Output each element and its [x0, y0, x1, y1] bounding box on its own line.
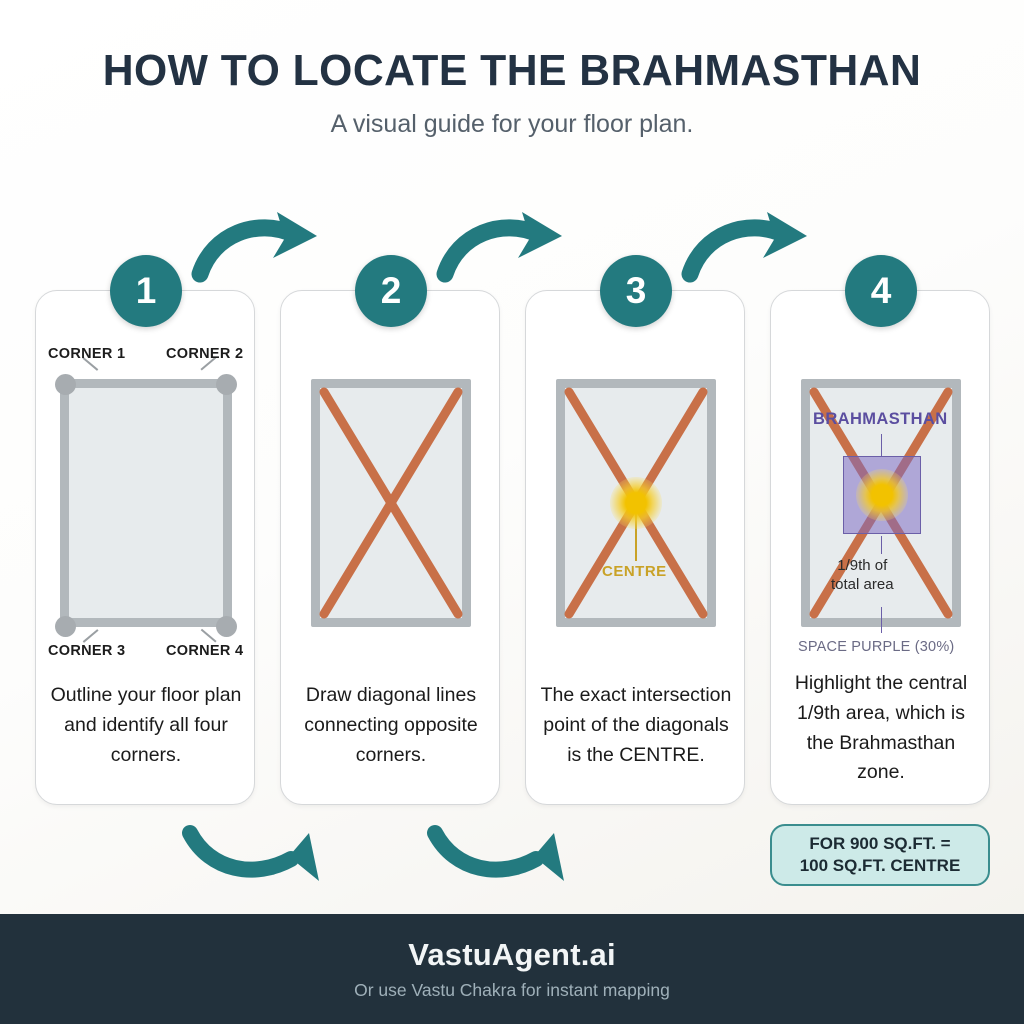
footer: VastuAgent.ai Or use Vastu Chakra for in…	[0, 914, 1024, 1024]
step-number-badge-1: 1	[110, 255, 182, 327]
step-caption-1: Outline your floor plan and identify all…	[50, 684, 242, 766]
step-card-2[interactable]: 2 Draw diagonal lines connecting opposit…	[280, 255, 500, 805]
step-card-1[interactable]: 1 CORNER 1 CORNER 2 CORNER 3 CORNER 4 Ou…	[35, 255, 255, 805]
step-number-badge-4: 4	[845, 255, 917, 327]
step-card-4[interactable]: 4 BRAHMASTHAN 1/9th of total area SPACE …	[770, 255, 990, 805]
page-subtitle: A visual guide for your floor plan.	[330, 110, 694, 138]
footer-tagline: Or use Vastu Chakra for instant mapping	[354, 980, 670, 1000]
color-note-tick	[881, 607, 883, 633]
arrow-bottom-step2-to-step3	[427, 825, 564, 881]
arrow-step2-to-step3	[436, 212, 562, 283]
step-number-badge-2: 2	[355, 255, 427, 327]
zone-color-note: SPACE PURPLE (30%)	[798, 639, 955, 655]
area-fraction-label: 1/9th of total area	[831, 556, 894, 594]
header: HOW TO LOCATE THE BRAHMASTHAN A visual g…	[0, 0, 1024, 139]
centre-leader-line	[635, 506, 637, 561]
corner-leader-3	[82, 629, 99, 643]
floor-plan-rect-1	[60, 379, 232, 627]
arrow-step3-to-step4	[681, 212, 807, 283]
step-caption-4: Highlight the central 1/9th area, which …	[794, 672, 968, 784]
page-title: HOW TO LOCATE THE BRAHMASTHAN	[102, 46, 922, 95]
area-example-badge: FOR 900 SQ.FT. = 100 SQ.FT. CENTRE	[770, 824, 990, 886]
step-number-badge-3: 3	[600, 255, 672, 327]
area-fraction-line1: 1/9th of	[837, 557, 888, 574]
corner-leader-4	[200, 629, 217, 643]
area-label-tick	[881, 536, 883, 554]
badge-line-1: FOR 900 SQ.FT. =	[809, 833, 951, 853]
brahmasthan-tick	[881, 434, 883, 456]
area-fraction-line2: total area	[831, 576, 894, 594]
step-caption-3: The exact intersection point of the diag…	[540, 684, 732, 766]
corner-dot-1	[55, 374, 76, 395]
corner-label-4: CORNER 4	[166, 643, 244, 659]
badge-line-2: 100 SQ.FT. CENTRE	[799, 856, 961, 875]
corner-label-2: CORNER 2	[166, 346, 244, 362]
diagonal-lines-2	[319, 387, 463, 619]
corner-dot-2	[216, 374, 237, 395]
corner-dot-4	[216, 616, 237, 637]
brahmasthan-label: BRAHMASTHAN	[813, 410, 948, 428]
arrow-step1-to-step2	[191, 212, 317, 283]
step-caption-2: Draw diagonal lines connecting opposite …	[304, 684, 478, 766]
steps-container: 1 CORNER 1 CORNER 2 CORNER 3 CORNER 4 Ou…	[0, 255, 1024, 805]
corner-label-1: CORNER 1	[48, 346, 126, 362]
centre-point-glow-4	[856, 469, 908, 521]
corner-label-3: CORNER 3	[48, 643, 126, 659]
arrow-bottom-step1-to-step2	[182, 825, 319, 881]
corner-dot-3	[55, 616, 76, 637]
centre-point-glow	[610, 477, 662, 529]
brand-name: VastuAgent.ai	[408, 937, 616, 972]
centre-label: CENTRE	[602, 563, 667, 580]
step-card-3[interactable]: 3 CENTRE The exact intersection point of…	[525, 255, 745, 805]
